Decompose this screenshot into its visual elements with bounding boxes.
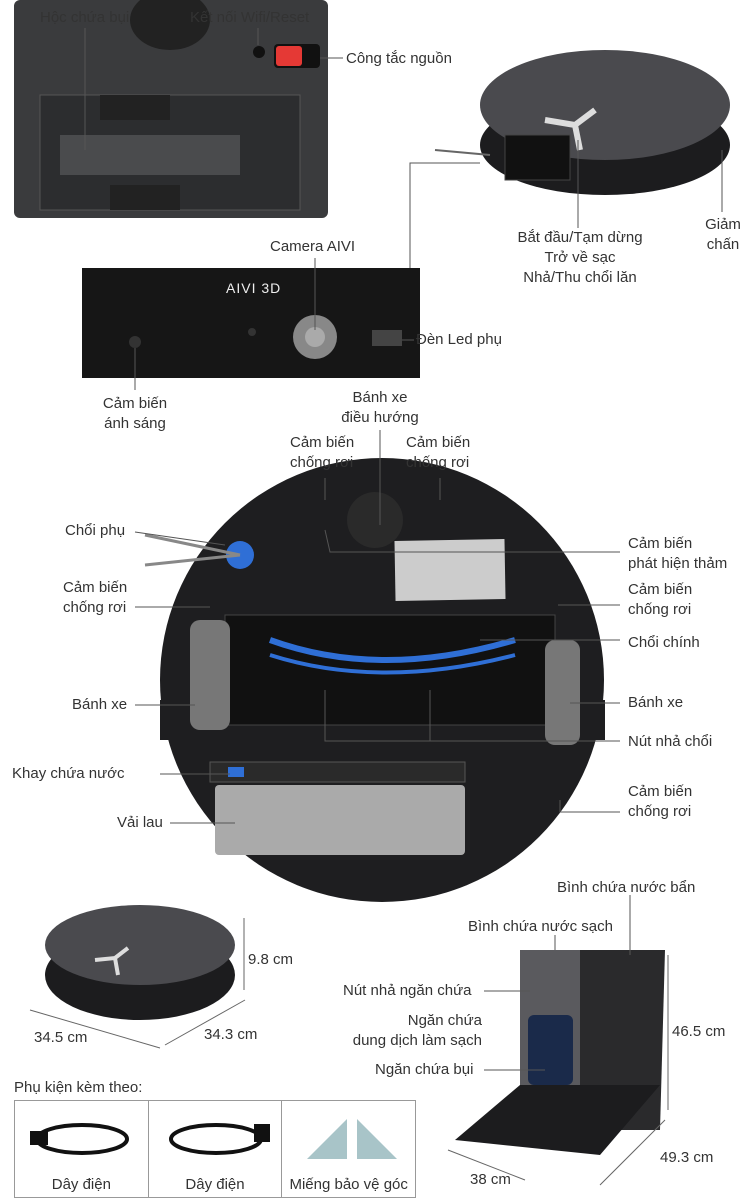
label-release-compartment: Nút nhả ngăn chứa	[343, 982, 472, 999]
label-bumper-2: chấn	[706, 236, 740, 253]
label-release-brush: Nhả/Thu chổi lăn	[523, 269, 637, 286]
leader-lines	[84, 28, 723, 1071]
dim-robot-width: 34.5 cm	[34, 1029, 88, 1046]
robot-dimension-view	[29, 905, 246, 1049]
label-dust-bin: Hộc chứa bụi	[40, 9, 130, 26]
label-carpet-1: Cảm biến	[628, 535, 693, 552]
label-aivi-3d: AIVI 3D	[226, 280, 282, 296]
label-cliff-lower-2: chống rơi	[628, 803, 692, 820]
label-power-switch: Công tắc nguồn	[346, 50, 452, 67]
station-view	[447, 950, 669, 1186]
label-dust-compartment: Ngăn chứa bụi	[375, 1061, 474, 1078]
label-water-tray: Khay chứa nước	[12, 765, 125, 782]
label-main-brush: Chổi chính	[628, 634, 700, 651]
robot-top-panel	[14, 0, 328, 218]
label-carpet-2: phát hiện thảm	[628, 555, 728, 572]
label-start-pause: Bắt đầu/Tạm dừng	[517, 229, 643, 246]
accessories-title: Phụ kiện kèm theo:	[14, 1079, 143, 1096]
accessory-caption: Dây điện	[51, 1176, 111, 1193]
dim-station-height: 46.5 cm	[672, 1023, 726, 1040]
label-cliff-a-2: chống rơi	[290, 454, 354, 471]
dim-robot-height: 9.8 cm	[248, 951, 294, 968]
label-cliff-b-1: Cảm biến	[406, 434, 471, 451]
power-switch-indicator	[276, 46, 302, 66]
dim-robot-depth: 34.3 cm	[204, 1026, 258, 1043]
label-mop: Vải lau	[117, 814, 163, 831]
dim-station-width: 38 cm	[470, 1171, 511, 1188]
corner-guard-icon	[307, 1119, 398, 1159]
label-cliff-b-2: chống rơi	[406, 454, 470, 471]
label-cliff-left-1: Cảm biến	[63, 579, 128, 596]
label-light-sensor-1: Cảm biến	[102, 395, 168, 412]
label-wheel-left: Bánh xe	[72, 696, 128, 713]
label-cliff-left-2: chống rơi	[63, 599, 127, 616]
label-cliff-right-1: Cảm biến	[628, 581, 693, 598]
robot-bottom-view	[144, 458, 605, 902]
accessory-power-cord-1: Dây điện	[15, 1101, 149, 1197]
power-cord-icon	[30, 1123, 129, 1155]
camera-panel	[82, 268, 420, 378]
accessory-caption: Miếng bảo vệ góc	[289, 1176, 408, 1193]
label-nav-wheel-1: Bánh xe	[352, 389, 408, 406]
label-dirty-tank: Bình chứa nước bẩn	[557, 879, 696, 896]
accessories-table: Dây điện Dây điện Miếng bảo vệ góc	[14, 1100, 416, 1198]
label-clean-tank: Bình chứa nước sạch	[468, 918, 613, 935]
label-cliff-a-1: Cảm biến	[290, 434, 355, 451]
dim-station-depth: 49.3 cm	[660, 1149, 714, 1166]
label-return-charge: Trở về sạc	[544, 249, 616, 266]
label-nav-wheel-2: điều hướng	[341, 409, 419, 426]
accessory-corner-guard: Miếng bảo vệ góc	[282, 1101, 415, 1197]
label-solution-2: dung dịch làm sạch	[352, 1032, 482, 1049]
power-cord-icon	[168, 1123, 270, 1155]
label-cliff-right-2: chống rơi	[628, 601, 692, 618]
label-cliff-lower-1: Cảm biến	[628, 783, 693, 800]
accessory-caption: Dây điện	[185, 1176, 245, 1193]
label-wheel-right: Bánh xe	[628, 694, 684, 711]
label-brush-release-button: Nút nhả chổi	[628, 733, 713, 750]
label-aux-led: Đèn Led phụ	[416, 331, 502, 348]
accessory-power-cord-2: Dây điện	[149, 1101, 283, 1197]
label-bumper-1: Giảm	[705, 216, 741, 233]
robot-top-view	[434, 50, 730, 195]
label-solution-1: Ngăn chứa	[407, 1012, 482, 1029]
label-light-sensor-2: ánh sáng	[104, 415, 166, 432]
label-side-brush: Chổi phụ	[65, 522, 126, 539]
label-camera-aivi: Camera AIVI	[270, 238, 356, 255]
label-wifi-reset: Kết nối Wifi/Reset	[190, 9, 310, 26]
